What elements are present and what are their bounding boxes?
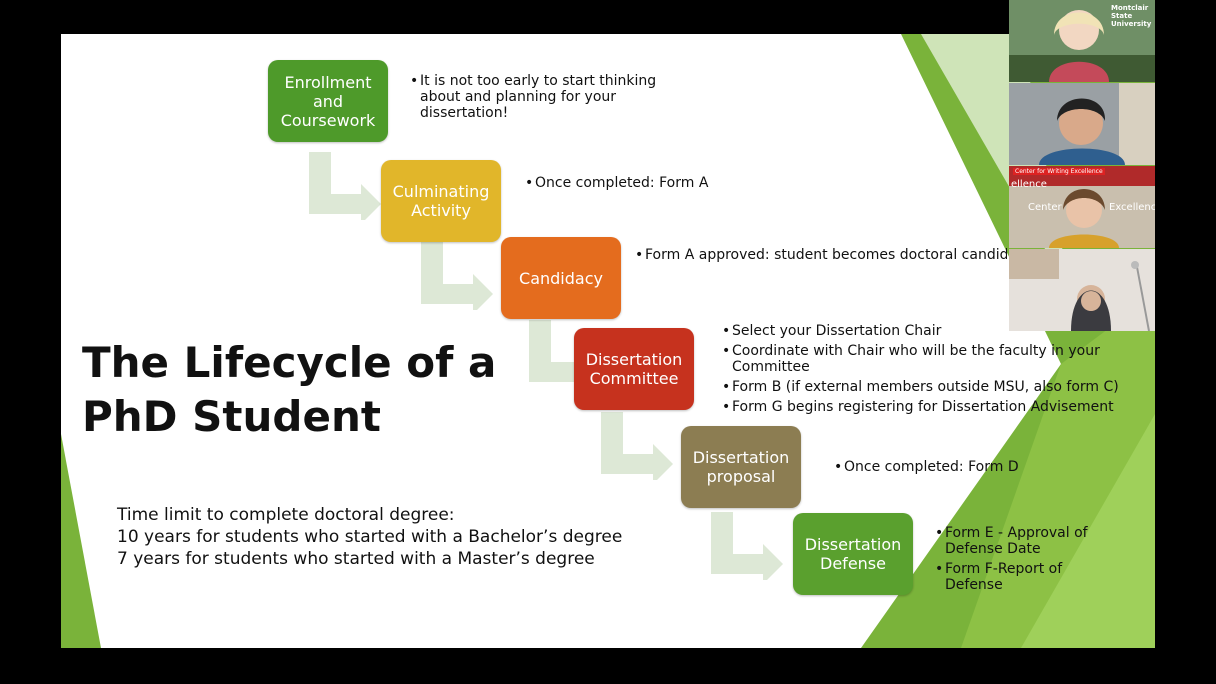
- note-defense: Form E - Approval of Defense Date Form F…: [935, 525, 1105, 597]
- step-dissertation-committee: Dissertation Committee: [574, 328, 694, 410]
- note-item: Select your Dissertation Chair: [722, 323, 1132, 339]
- tile-text-center: Center: [1028, 202, 1062, 213]
- participant-video-3[interactable]: Center for Writing Excellence ellence Ce…: [1009, 166, 1155, 248]
- note-committee: Select your Dissertation Chair Coordinat…: [722, 323, 1132, 419]
- step-dissertation-proposal: Dissertation proposal: [681, 426, 801, 508]
- institution-watermark: Montclair State University: [1111, 4, 1152, 28]
- flow-arrow-5: [711, 512, 783, 580]
- flow-arrow-2: [421, 242, 493, 310]
- note-proposal: Once completed: Form D: [834, 459, 1074, 479]
- participant-image: [1009, 249, 1155, 331]
- tile-text-left: ellence: [1011, 179, 1047, 190]
- participant-video-4[interactable]: [1009, 249, 1155, 331]
- participant-image: [1009, 0, 1155, 82]
- note-enrollment: It is not too early to start thinking ab…: [410, 73, 660, 125]
- presentation-slide: Enrollment and Coursework Culminating Ac…: [61, 34, 1155, 648]
- step-culminating-activity: Culminating Activity: [381, 160, 501, 242]
- note-item: Once completed: Form A: [525, 175, 785, 191]
- tile-text-right: Excellenc: [1109, 202, 1155, 213]
- note-item: Form E - Approval of Defense Date: [935, 525, 1105, 557]
- note-item: It is not too early to start thinking ab…: [410, 73, 660, 121]
- flow-arrow-4: [601, 412, 673, 480]
- note-item: Form F-Report of Defense: [935, 561, 1105, 593]
- note-item: Form B (if external members outside MSU,…: [722, 379, 1132, 395]
- step-candidacy: Candidacy: [501, 237, 621, 319]
- tile-banner: Center for Writing Excellence: [1013, 168, 1105, 175]
- note-item: Once completed: Form D: [834, 459, 1074, 475]
- note-item: Coordinate with Chair who will be the fa…: [722, 343, 1132, 375]
- slide-title: The Lifecycle of a PhD Student: [82, 338, 497, 441]
- step-dissertation-defense: Dissertation Defense: [793, 513, 913, 595]
- participant-video-1[interactable]: Montclair State University: [1009, 0, 1155, 82]
- participant-image: [1009, 83, 1155, 165]
- participant-video-2[interactable]: [1009, 83, 1155, 165]
- note-candidacy: Form A approved: student becomes doctora…: [635, 247, 1007, 267]
- note-culminating: Once completed: Form A: [525, 175, 785, 195]
- note-item: Form A approved: student becomes doctora…: [635, 247, 1007, 263]
- note-item: Form G begins registering for Dissertati…: [722, 399, 1132, 415]
- participant-image: [1009, 166, 1155, 248]
- step-enrollment-coursework: Enrollment and Coursework: [268, 60, 388, 142]
- time-limit-text: Time limit to complete doctoral degree: …: [117, 505, 623, 569]
- flow-arrow-1: [309, 152, 381, 220]
